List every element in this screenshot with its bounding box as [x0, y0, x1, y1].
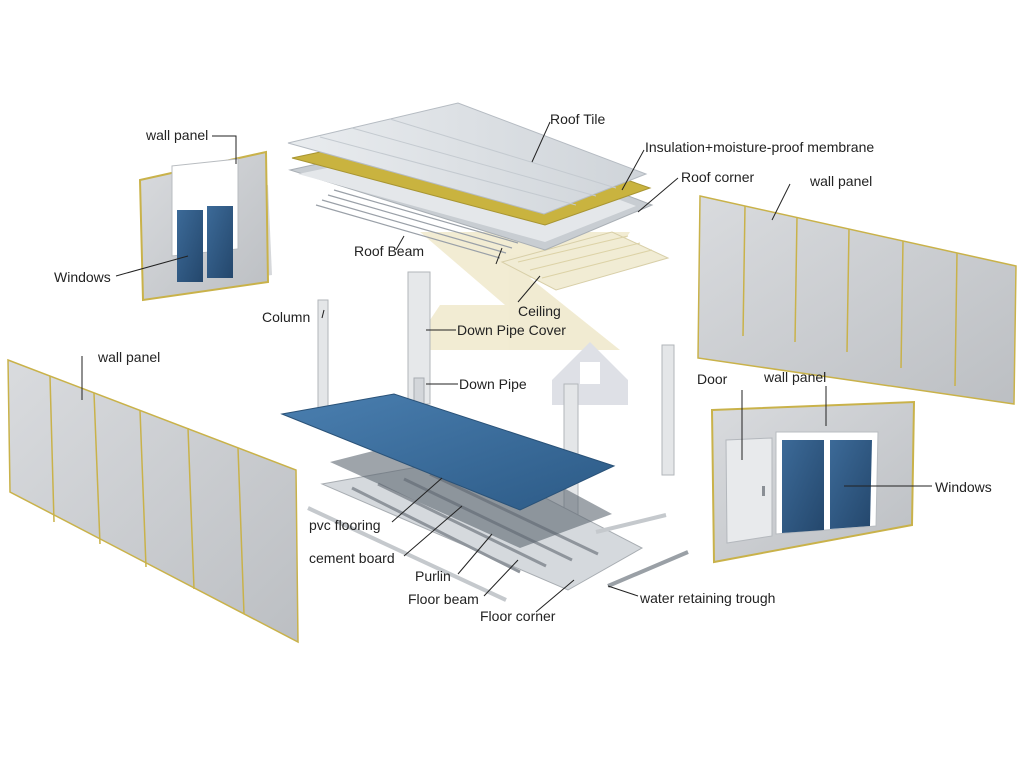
- label-ceiling: Ceiling: [518, 303, 561, 319]
- label-water-trough: water retaining trough: [640, 590, 776, 606]
- label-pvc-flooring: pvc flooring: [309, 517, 381, 533]
- label-down-pipe-cover: Down Pipe Cover: [457, 322, 566, 338]
- label-insulation: Insulation+moisture-proof membrane: [645, 139, 875, 155]
- label-wall-panel-top-right: wall panel: [810, 173, 873, 189]
- floor-assembly: [280, 393, 689, 602]
- label-column: Column: [262, 309, 311, 325]
- label-wall-panel-bottom-left: wall panel: [98, 349, 161, 365]
- label-floor-corner: Floor corner: [480, 608, 556, 624]
- label-wall-panel-bottom-right: wall panel: [764, 369, 827, 385]
- leader-lines: [81, 121, 932, 613]
- pvc-flooring: [280, 393, 616, 511]
- label-floor-beam: Floor beam: [408, 591, 479, 607]
- label-cement-board: cement board: [309, 550, 395, 566]
- label-windows-left: Windows: [54, 269, 111, 285]
- label-purlin: Purlin: [415, 568, 451, 584]
- label-wall-panel-top-left: wall panel: [146, 127, 209, 143]
- roof-assembly: [287, 102, 670, 291]
- label-windows-right: Windows: [935, 479, 992, 495]
- wall-panel-top-right: [697, 195, 1017, 405]
- label-roof-corner: Roof corner: [681, 169, 755, 185]
- door: [725, 437, 773, 544]
- label-door: Door: [697, 371, 728, 387]
- wall-panel-bottom-left: [7, 358, 299, 644]
- label-roof-beam: Roof Beam: [354, 243, 425, 259]
- label-down-pipe: Down Pipe: [459, 376, 527, 392]
- roof-tile: [287, 102, 648, 215]
- wall-panel-bottom-right: [710, 400, 916, 564]
- label-roof-tile: Roof Tile: [550, 111, 606, 127]
- wall-panel-top-left: [138, 150, 272, 302]
